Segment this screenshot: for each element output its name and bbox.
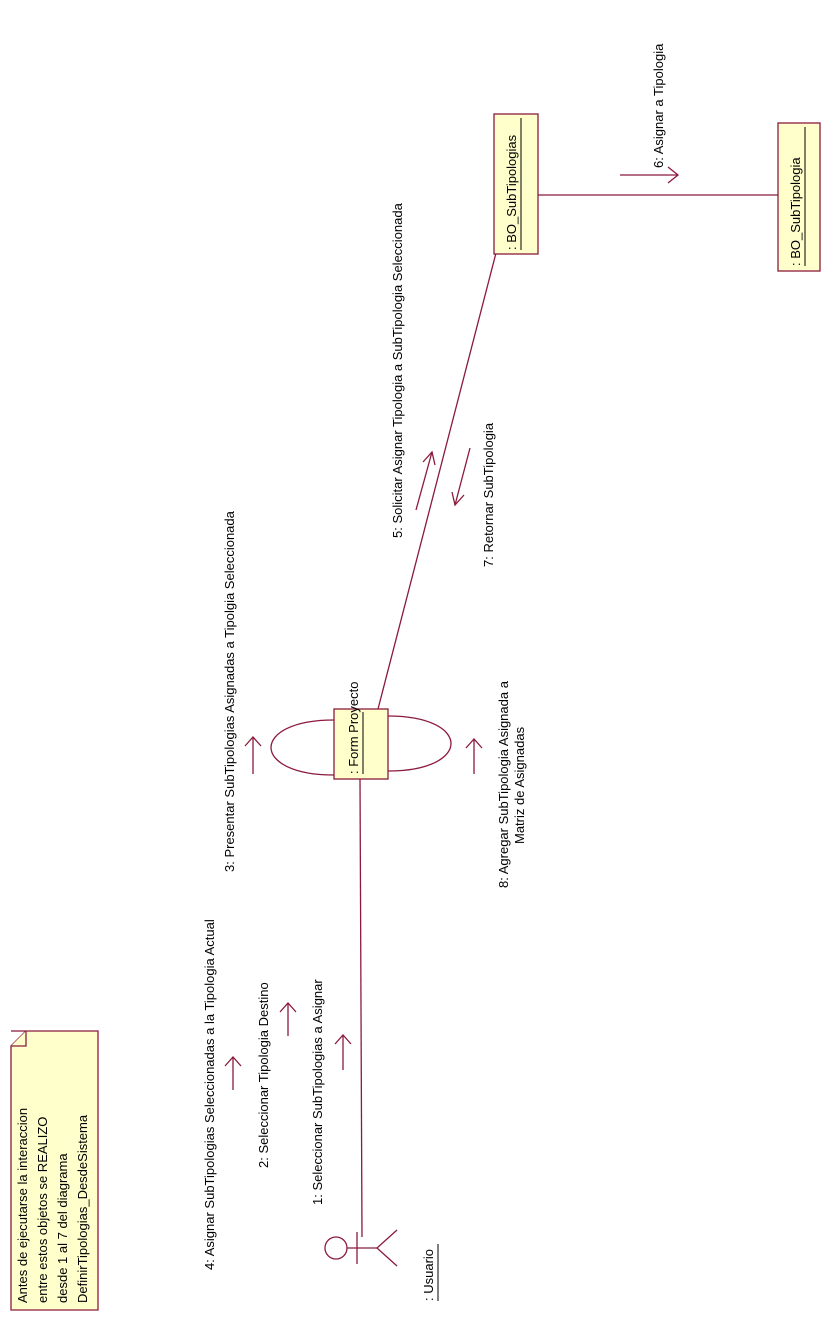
message-3-arrowhead (244, 736, 262, 747)
message-8-label-line1: 8: Agregar SubTipologia Asignada a (496, 680, 511, 888)
message-3-label: 3: Presentar SubTipologias Asignadas a T… (222, 510, 237, 872)
message-5-arrowhead (422, 450, 436, 466)
actor-leg-right (376, 1247, 398, 1267)
object-box (777, 122, 821, 272)
message-7-arrow (454, 447, 471, 506)
note: Antes de ejecutarse la interaccion entre… (10, 1030, 99, 1311)
actor-head (324, 1236, 348, 1260)
actor-label: : Usuario (421, 1249, 436, 1301)
message-5-label: 5: Solicitar Asignar Tipologia a SubTipo… (390, 202, 405, 538)
message-2-arrowhead (279, 1002, 297, 1013)
object-box (333, 708, 389, 780)
actor-leg-left (376, 1229, 398, 1249)
object-label: : Form Proyecto (346, 682, 361, 774)
note-line-3: desde 1 al 7 del diagrama (55, 1153, 70, 1303)
message-2-label: 2: Seleccionar Tipologia Destino (256, 982, 271, 1168)
actor-usuario[interactable]: : Usuario (324, 1229, 439, 1301)
message-6-label: 6: Asignar a Tipologia (651, 43, 666, 168)
message-7: 7: Retornar SubTipologia (451, 422, 496, 567)
object-label: : BO_SubTipologia (788, 157, 803, 266)
message-6: 6: Asignar a Tipologia (620, 43, 680, 184)
message-8-label-line2: Matriz de Asignadas (512, 726, 527, 844)
message-1-label: 1: Seleccionar SubTipologias a Asignar (310, 979, 325, 1205)
object-bo-subtipologias[interactable]: : BO_SubTipologias (493, 113, 539, 255)
message-6-arrowhead (667, 166, 680, 184)
message-1-arrowhead (334, 1034, 352, 1045)
note-line-1: Antes de ejecutarse la interaccion (15, 1108, 30, 1303)
message-8-arrowhead (465, 738, 483, 749)
self-link-right (387, 715, 452, 772)
message-2: 2: Seleccionar Tipologia Destino (256, 982, 297, 1168)
object-form-proyecto[interactable]: : Form Proyecto (333, 682, 389, 780)
note-line-4: DefinirTipologias_DesdeSistema (75, 1114, 90, 1303)
message-4-label: 4: Asignar SubTipologias Seleccionadas a… (202, 919, 217, 1270)
self-link-left (270, 719, 335, 776)
message-7-arrowhead (451, 491, 465, 507)
note-fold (11, 1031, 27, 1047)
note-line-2: entre estos objetos se REALIZO (35, 1117, 50, 1303)
message-1: 1: Seleccionar SubTipologias a Asignar (310, 979, 352, 1205)
object-bo-subtipologia[interactable]: : BO_SubTipologia (777, 122, 821, 272)
message-7-label: 7: Retornar SubTipologia (481, 422, 496, 567)
message-4-arrowhead (224, 1056, 242, 1067)
link-usuario-form (359, 778, 363, 1238)
message-8: 8: Agregar SubTipologia Asignada a Matri… (465, 680, 527, 888)
message-5-arrow (415, 451, 433, 511)
message-5: 5: Solicitar Asignar Tipologia a SubTipo… (390, 202, 436, 538)
message-3: 3: Presentar SubTipologias Asignadas a T… (222, 510, 262, 872)
message-4: 4: Asignar SubTipologias Seleccionadas a… (202, 919, 242, 1270)
link-form-bosubtipologias (377, 252, 497, 710)
object-label: : BO_SubTipologias (504, 134, 519, 250)
object-box (493, 113, 539, 255)
